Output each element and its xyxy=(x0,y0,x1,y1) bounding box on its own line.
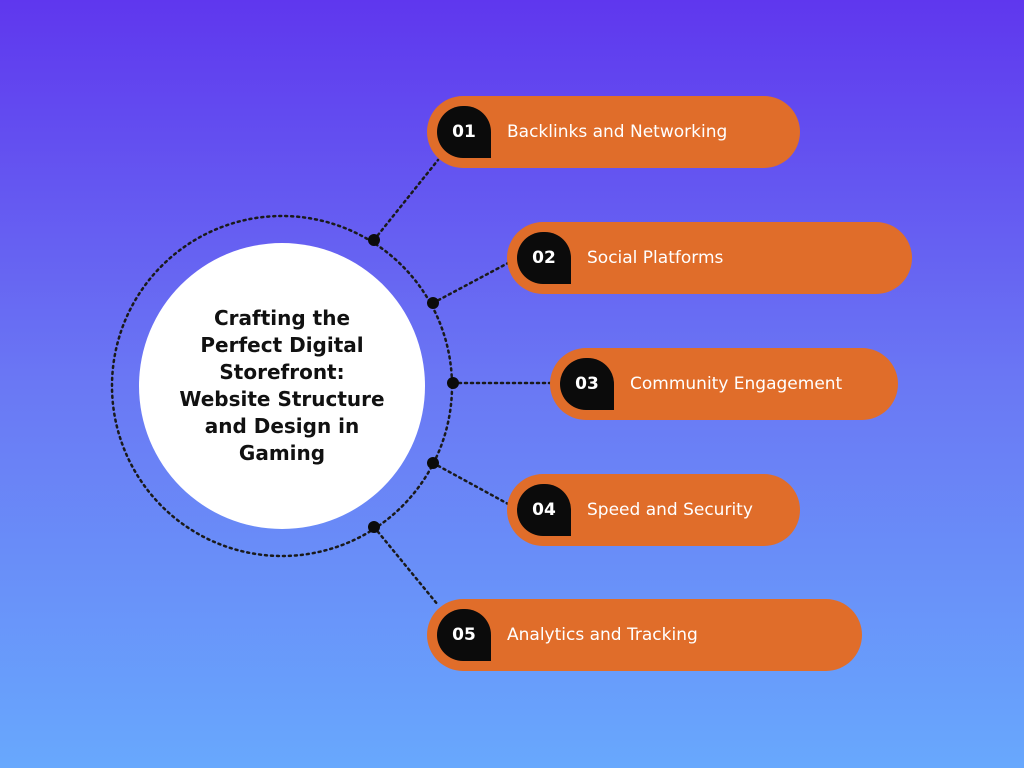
connector-line-02 xyxy=(431,260,512,305)
number-badge-04: 04 xyxy=(517,484,571,536)
number-badge-01: 01 xyxy=(437,106,491,158)
item-label-02: Social Platforms xyxy=(587,248,724,268)
connector-dot-01 xyxy=(368,234,380,246)
number-badge-03: 03 xyxy=(560,358,614,410)
connector-dot-04 xyxy=(427,457,439,469)
connector-dot-05 xyxy=(368,521,380,533)
item-pill-02: 02 Social Platforms xyxy=(507,222,912,294)
connector-line-01 xyxy=(372,158,440,242)
connector-dot-03 xyxy=(447,377,459,389)
item-label-04: Speed and Security xyxy=(587,500,753,520)
item-pill-03: 03 Community Engagement xyxy=(550,348,898,420)
connector-line-05 xyxy=(372,525,440,607)
number-badge-02: 02 xyxy=(517,232,571,284)
item-label-01: Backlinks and Networking xyxy=(507,122,728,142)
connector-line-04 xyxy=(431,461,512,507)
item-pill-01: 01 Backlinks and Networking xyxy=(427,96,800,168)
item-label-03: Community Engagement xyxy=(630,374,843,394)
center-circle: Crafting the Perfect Digital Storefront:… xyxy=(139,243,425,529)
center-title: Crafting the Perfect Digital Storefront:… xyxy=(179,306,385,465)
item-pill-05: 05 Analytics and Tracking xyxy=(427,599,862,671)
item-label-05: Analytics and Tracking xyxy=(507,625,698,645)
connector-dot-02 xyxy=(427,297,439,309)
number-badge-05: 05 xyxy=(437,609,491,661)
item-pill-04: 04 Speed and Security xyxy=(507,474,800,546)
